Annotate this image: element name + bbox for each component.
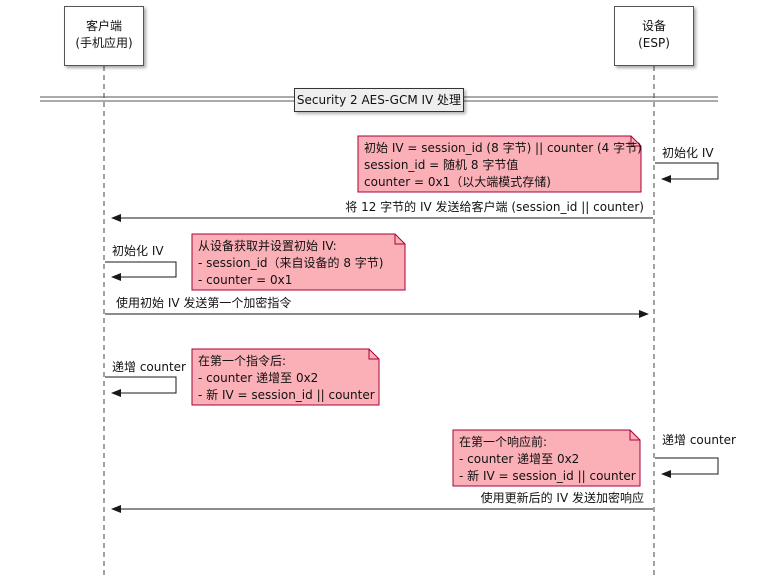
note-line: - session_id（来自设备的 8 字节) — [198, 256, 384, 270]
note-line: 在第一个指令后: — [198, 354, 287, 368]
participant-device-desc: (ESP) — [638, 36, 670, 50]
message-send-iv: 将 12 字节的 IV 发送给客户端 (session_id || counte… — [345, 200, 644, 214]
note-client-after-cmd: 在第一个指令后: - counter 递增至 0x2 - 新 IV = sess… — [192, 350, 379, 407]
note-device-before-resp-shape — [452, 429, 641, 487]
note-line: 从设备获取并设置初始 IV: — [198, 239, 337, 253]
note-device-before-resp: 在第一个响应前: - counter 递增至 0x2 - 新 IV = sess… — [453, 431, 640, 488]
self-arrow-device-inc — [655, 457, 719, 478]
note-client-init: 从设备获取并设置初始 IV: - session_id（来自设备的 8 字节) … — [192, 235, 405, 292]
message-client-self-init: 初始化 IV — [112, 244, 164, 258]
note-line: - counter 递增至 0x2 — [459, 452, 580, 466]
participant-device: 设备 (ESP) — [614, 6, 694, 66]
message-send-response: 使用更新后的 IV 发送加密响应 — [480, 491, 644, 505]
note-client-after-cmd-shape — [191, 348, 380, 406]
note-line: 在第一个响应前: — [459, 435, 548, 449]
note-line: counter = 0x1（以大端模式存储) — [364, 175, 551, 189]
message-send-first-cmd: 使用初始 IV 发送第一个加密指令 — [116, 296, 292, 310]
note-line: - 新 IV = session_id || counter — [459, 469, 636, 483]
participant-client: 客户端 (手机应用) — [64, 6, 144, 66]
participant-client-name: 客户端 — [85, 19, 122, 33]
note-device-init: 初始 IV = session_id (8 字节) || counter (4 … — [358, 137, 642, 194]
message-device-self-init: 初始化 IV — [662, 146, 714, 160]
message-device-self-inc: 递增 counter — [662, 433, 736, 447]
self-arrow-device-init — [655, 162, 719, 183]
note-line: 初始 IV = session_id (8 字节) || counter (4 … — [364, 141, 642, 155]
note-device-init-shape — [357, 135, 642, 193]
note-line: - counter = 0x1 — [198, 273, 293, 287]
note-client-init-shape — [191, 233, 406, 291]
note-line: - 新 IV = session_id || counter — [198, 388, 375, 402]
participant-client-desc: (手机应用) — [75, 36, 133, 50]
divider-label: Security 2 AES-GCM IV 处理 — [294, 88, 464, 112]
note-line: - counter 递增至 0x2 — [198, 371, 319, 385]
self-arrow-client-inc — [105, 376, 177, 397]
participant-device-name: 设备 — [641, 19, 666, 33]
note-line: session_id = 随机 8 字节值 — [364, 158, 519, 172]
self-arrow-client-init — [105, 261, 177, 281]
message-client-self-inc: 递增 counter — [112, 360, 186, 374]
